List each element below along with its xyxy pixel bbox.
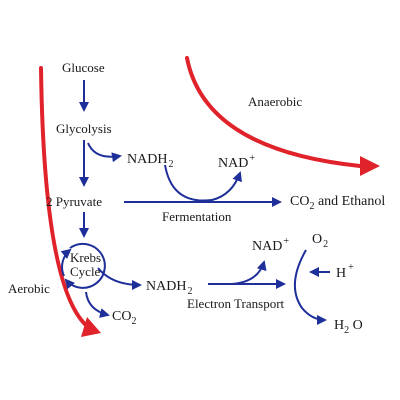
fermentation-label: Fermentation [162, 209, 232, 224]
anaerobic-label: Anaerobic [248, 94, 302, 109]
pyruvate-label: 2 Pyruvate [46, 194, 102, 209]
h-plus-label: H+ [336, 262, 354, 281]
krebs-label-line2: Cycle [70, 264, 101, 279]
electron-transport-label: Electron Transport [187, 296, 285, 311]
nad-bottom-label: NAD+ [252, 236, 289, 254]
aerobic-label: Aerobic [8, 281, 50, 296]
nadh-top-label: NADH2 [127, 152, 173, 170]
nadh-bottom-label: NADH2 [146, 279, 192, 297]
electron-transport-to-nad-arrow [231, 260, 267, 285]
aerobic-arrowhead [81, 317, 101, 337]
krebs-to-nadh-arrow [97, 267, 142, 290]
glycolysis-label: Glycolysis [56, 121, 112, 136]
krebs-cycle-arc-left [60, 248, 72, 277]
krebs-cycle-circle [64, 242, 106, 290]
co2-bottom-label: CO2 [112, 309, 136, 327]
krebs-label-line1: Krebs [70, 250, 101, 265]
co2-ethanol-label: CO2 and Ethanol [290, 194, 385, 212]
krebs-to-co2-arrow [85, 291, 110, 318]
o2-label: O2 [312, 232, 328, 250]
anaerobic-arrowhead [360, 156, 380, 176]
h2o-label: H2 O [334, 318, 363, 336]
electron-transport-bracket [293, 249, 327, 325]
glycolysis-to-nadh-arrow [87, 142, 122, 163]
nad-top-label: NAD+ [218, 153, 255, 171]
glucose-label: Glucose [62, 60, 105, 75]
nadh-to-nad-curve-arrow [164, 164, 242, 202]
anaerobic-route-arrow [185, 56, 362, 168]
aerobic-route-arrow [39, 66, 90, 329]
